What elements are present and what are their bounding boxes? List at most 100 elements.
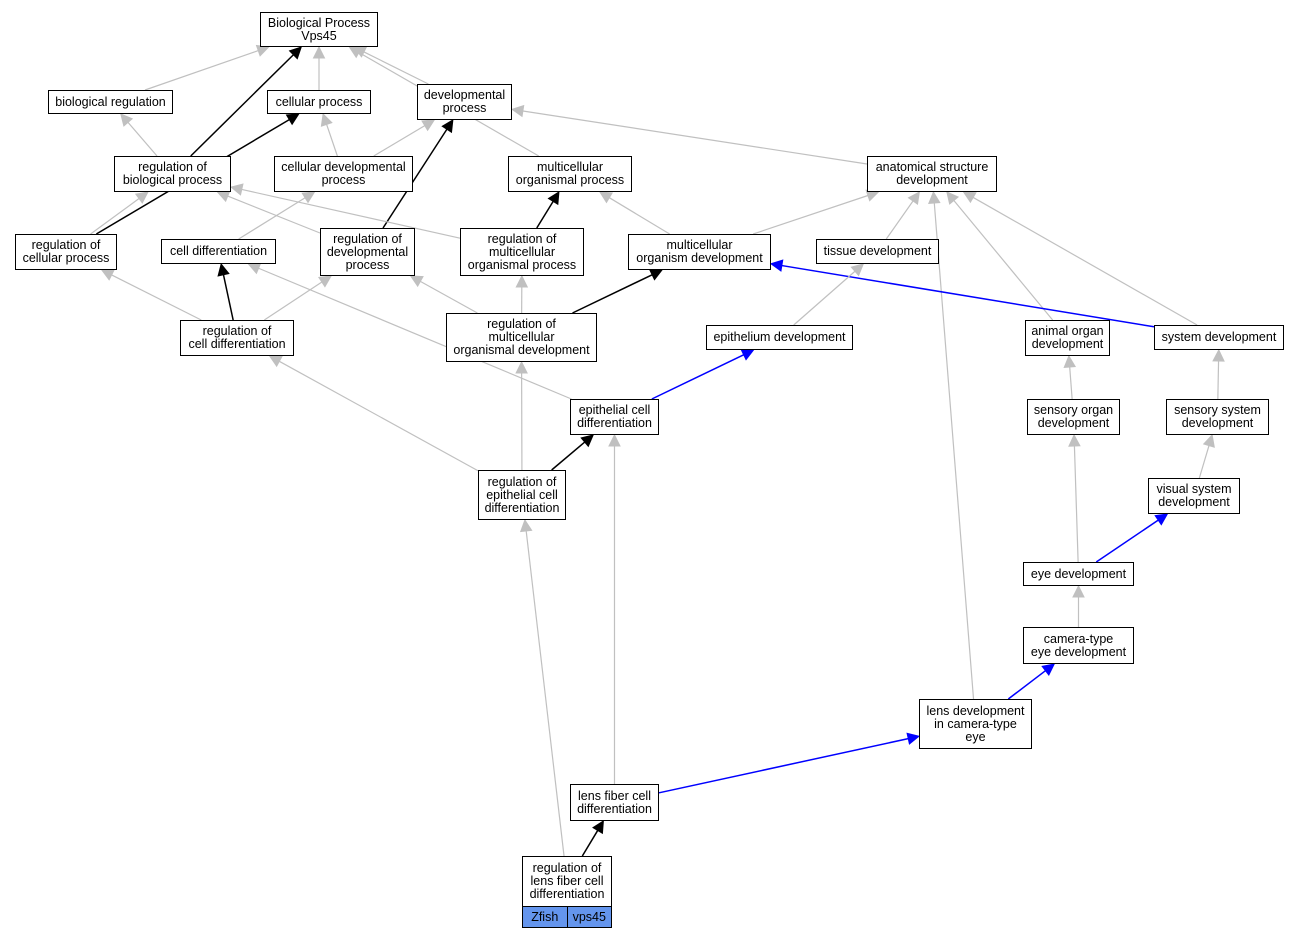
arrowhead-developmental_process: [510, 104, 525, 118]
arrowhead-developmental_process: [441, 119, 454, 134]
node-regulation-of-multicellular-organismal-development[interactable]: regulation of multicellular organismal d…: [446, 313, 597, 362]
arrowhead-sensory_system_development: [1202, 433, 1215, 448]
arrowhead-bp: [288, 46, 303, 60]
edge-epithelium_development-to-tissue_development: [793, 270, 856, 326]
node-camera-type-eye-development[interactable]: camera-type eye development: [1023, 627, 1134, 664]
arrowhead-cellular_process: [320, 112, 333, 127]
edge-regulation_of_cell_differentiation-to-regulation_of_developmental_process: [263, 281, 323, 321]
gene-tag-row: Zfish vps45: [522, 907, 612, 928]
edge-multicellular_organism_development-to-anatomical_structure_development: [752, 194, 869, 235]
edge-regulation_of_multicellular_organismal_process-to-multicellular_organismal_process: [536, 200, 554, 229]
node-system-development[interactable]: system development: [1154, 325, 1284, 350]
arrowhead-regulation_of_biological_process: [229, 183, 244, 196]
organism-tag[interactable]: Zfish: [523, 907, 567, 927]
node-sensory-system-development[interactable]: sensory system development: [1166, 399, 1269, 435]
edge-regulation_of_biological_process-to-biological_regulation: [127, 121, 158, 157]
arrowhead-epithelial_cell_differentiation: [608, 433, 621, 447]
node-sensory-organ-development[interactable]: sensory organ development: [1027, 399, 1120, 435]
arrowhead-multicellular_organism_development: [769, 259, 784, 272]
edge-lens_fiber_cell_differentiation-to-lens_development_in_camera_type_eye: [658, 737, 909, 794]
arrowhead-visual_system_development: [1154, 513, 1169, 526]
arrowhead-regulation_of_developmental_process: [409, 275, 424, 288]
edge-regulation_of_multicellular_organismal_process-to-regulation_of_biological_process: [241, 188, 461, 239]
arrowhead-bp: [348, 46, 363, 59]
node-regulation-of-multicellular-organismal-process[interactable]: regulation of multicellular organismal p…: [460, 228, 584, 276]
gene-tag[interactable]: vps45: [566, 907, 611, 927]
arrowhead-multicellular_organism_development: [648, 269, 664, 281]
node-regulation-of-developmental-process[interactable]: regulation of developmental process: [320, 228, 415, 276]
node-cellular-process[interactable]: cellular process: [267, 90, 371, 114]
arrowhead-tissue_development: [850, 263, 865, 277]
edge-regulation_of_lens_fiber_cell_differentiation-to-regulation_of_epithelial_cell_differentiation: [525, 530, 565, 857]
node-regulation-of-lens-fiber-cell-differentiation[interactable]: regulation of lens fiber cell differenti…: [522, 856, 612, 907]
arrowhead-regulation_of_developmental_process: [318, 275, 333, 288]
node-multicellular-organism-development[interactable]: multicellular organism development: [628, 234, 771, 270]
node-regulation-of-cell-differentiation[interactable]: regulation of cell differentiation: [180, 320, 294, 356]
edge-lens_development_in_camera_type_eye-to-anatomical_structure_development: [933, 202, 975, 700]
arrowhead-regulation_of_biological_process: [216, 190, 231, 203]
edge-regulation_of_developmental_process-to-regulation_of_biological_process: [227, 195, 321, 234]
node-lens-fiber-cell-differentiation[interactable]: lens fiber cell differentiation: [570, 784, 659, 821]
edge-eye_development-to-sensory_organ_development: [1073, 445, 1079, 563]
edge-sensory_system_development-to-system_development: [1217, 360, 1220, 400]
edge-cell_differentiation-to-cellular_developmental_process: [238, 197, 306, 240]
arrowhead-lens_fiber_cell_differentiation: [592, 820, 604, 835]
node-tissue-development[interactable]: tissue development: [816, 239, 939, 264]
edge-multicellular_organism_development-to-multicellular_organismal_process: [608, 197, 670, 235]
arrowhead-biological_regulation: [120, 113, 134, 127]
arrowhead-multicellular_organismal_process: [547, 191, 560, 206]
arrowhead-cell_differentiation: [217, 262, 230, 277]
arrowhead-sensory_organ_development: [1068, 433, 1081, 447]
edge-regulation_of_cell_differentiation-to-regulation_of_cellular_process: [111, 274, 202, 321]
arrowhead-multicellular_organismal_process: [598, 191, 613, 204]
arrowhead-eye_development: [1072, 584, 1085, 598]
node-biological-process-vps45[interactable]: Biological Process Vps45: [260, 12, 378, 47]
node-biological-regulation[interactable]: biological regulation: [48, 90, 173, 114]
edge-visual_system_development-to-sensory_system_development: [1198, 445, 1210, 479]
edge-developmental_process-to-bp: [363, 51, 429, 85]
arrowhead-regulation_of_epithelial_cell_differentiation: [519, 518, 533, 533]
arrowhead-animal_organ_development: [1063, 354, 1077, 368]
node-cell-differentiation[interactable]: cell differentiation: [161, 239, 276, 264]
arrowhead-anatomical_structure_development: [928, 190, 941, 204]
node-cellular-developmental-process[interactable]: cellular developmental process: [274, 156, 413, 192]
arrowhead-system_development: [1212, 348, 1225, 362]
node-regulation-of-epithelial-cell-differentiation[interactable]: regulation of epithelial cell differenti…: [478, 470, 566, 520]
arrowhead-regulation_of_multicellular_organismal_process: [515, 274, 529, 288]
edge-tissue_development-to-anatomical_structure_development: [885, 200, 914, 240]
node-regulation-of-biological-process[interactable]: regulation of biological process: [114, 156, 231, 192]
edge-cellular_developmental_process-to-cellular_process: [326, 124, 338, 157]
edge-system_development-to-anatomical_structure_development: [972, 196, 1198, 326]
node-multicellular-organismal-process[interactable]: multicellular organismal process: [508, 156, 632, 192]
arrowhead-developmental_process: [421, 119, 436, 132]
node-animal-organ-development[interactable]: animal organ development: [1025, 320, 1110, 356]
edge-regulation_of_cell_differentiation-to-cell_differentiation: [222, 274, 234, 321]
node-eye-development[interactable]: eye development: [1023, 562, 1134, 586]
arrowhead-regulation_of_cellular_process: [100, 269, 115, 281]
arrowhead-regulation_of_cell_differentiation: [268, 355, 283, 368]
edge-regulation_of_developmental_process-to-developmental_process: [382, 128, 448, 229]
arrowhead-cell_differentiation: [247, 262, 262, 275]
node-lens-development-in-camera-type-eye[interactable]: lens development in camera-type eye: [919, 699, 1032, 749]
node-regulation-of-cellular-process[interactable]: regulation of cellular process: [15, 234, 117, 270]
edge-regulation_of_cellular_process-to-regulation_of_biological_process: [90, 198, 140, 235]
node-developmental-process[interactable]: developmental process: [417, 84, 512, 120]
edge-system_development-to-multicellular_organism_development: [781, 264, 1155, 328]
arrowhead-cellular_process: [285, 113, 300, 126]
node-anatomical-structure-development[interactable]: anatomical structure development: [867, 156, 997, 192]
edge-anatomical_structure_development-to-developmental_process: [522, 110, 868, 165]
node-epithelium-development[interactable]: epithelium development: [706, 325, 853, 350]
arrowhead-regulation_of_multicellular_organismal_development: [515, 360, 528, 374]
edge-sensory_organ_development-to-animal_organ_development: [1069, 366, 1073, 400]
edge-regulation_of_multicellular_organismal_development-to-regulation_of_developmental_process: [420, 280, 478, 314]
arrowhead-lens_development_in_camera_type_eye: [906, 732, 921, 745]
arrowhead-anatomical_structure_development: [907, 191, 920, 206]
edge-animal_organ_development-to-anatomical_structure_development: [953, 200, 1054, 321]
arrowhead-epithelium_development: [740, 349, 755, 361]
arrowhead-cellular_developmental_process: [301, 191, 316, 204]
node-visual-system-development[interactable]: visual system development: [1148, 478, 1240, 514]
node-epithelial-cell-differentiation[interactable]: epithelial cell differentiation: [570, 399, 659, 435]
arrowhead-bp: [312, 45, 326, 59]
